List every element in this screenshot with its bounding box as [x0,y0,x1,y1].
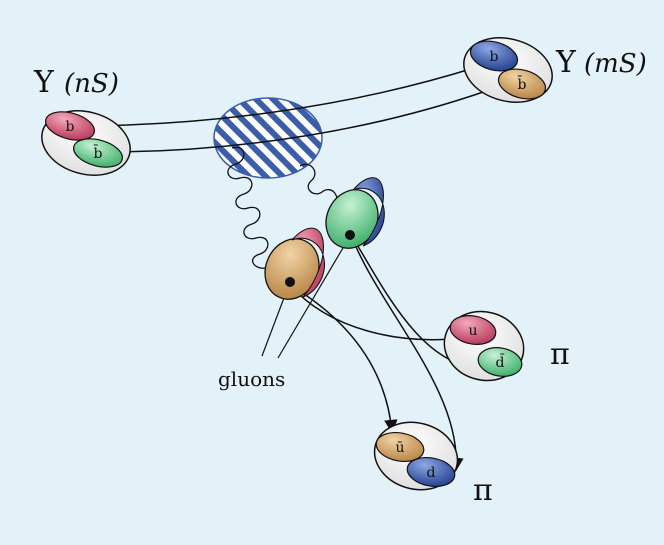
u-quark-label: u [468,323,477,339]
bbar-quark-label: b̄ [93,144,102,162]
dbar-quark [477,347,523,377]
ubar-quark [375,431,425,463]
upsilon-ms-symbol: Υ [555,45,577,80]
u-quark [449,315,497,345]
b-quark-line [83,64,479,127]
b-quark [45,111,95,141]
upsilon-ns-symbol: Υ [33,65,55,100]
gluon-bubble-upper [325,177,385,249]
d-quark [406,456,456,488]
upsilon-ms-hadron: b b̄ [463,37,553,103]
b-quark [469,40,519,72]
pion-lower-symbol: π [473,473,493,508]
bbar-quark-line [103,82,505,153]
upsilon-ms-state: (mS) [584,49,647,79]
gluons-pointer-right [277,235,351,359]
gluon-bubble-lower [264,227,325,300]
b-quark-label: b [490,49,499,65]
upsilon-ns-state: (nS) [64,69,119,99]
ubar-quark-line [289,284,398,434]
bbar-quark [497,68,547,100]
u-quark-line [289,284,464,347]
gluons-label: gluons [218,367,285,391]
dbar-quark-label: d̄ [496,353,505,371]
pion-lower-hadron: ū d [373,421,459,491]
d-quark-line [350,234,464,472]
upsilon-ns-hadron: b b̄ [41,110,131,176]
pion-upper-symbol: π [550,337,570,372]
d-quark-label: d [427,465,436,481]
ubar-quark-label: ū [395,440,404,456]
interaction-blob [213,97,323,179]
bbar-quark [73,138,123,168]
pion-upper-hadron: u d̄ [443,310,525,382]
gluon-line-left [227,146,293,285]
bbar-quark-label: b̄ [517,75,526,93]
b-quark-label: b [66,119,75,135]
